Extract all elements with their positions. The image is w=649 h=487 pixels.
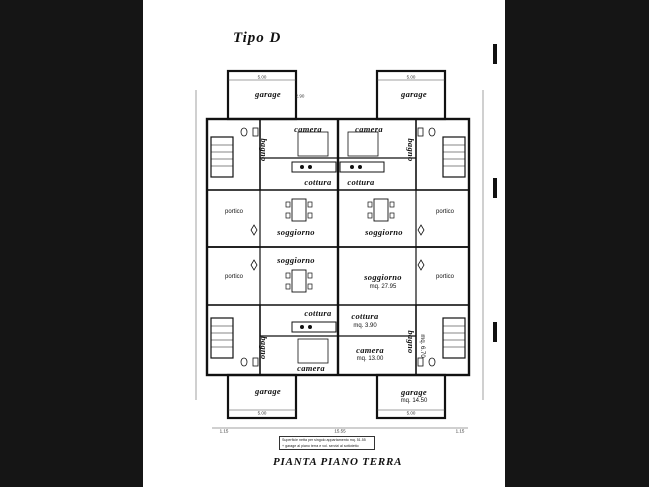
label-bagno-bottom-right: bagno [406, 330, 416, 354]
label-soggiorno-top-right: soggiorno [365, 227, 403, 237]
label-camera-top-left: camera [294, 124, 322, 134]
label-portico-3: portico [224, 274, 244, 280]
background-right [505, 0, 649, 487]
dim-garage-width-bottom: 5.00 [257, 410, 267, 416]
label-garage-bottom-right: garage [401, 387, 427, 397]
dim-side-right: 1.15 [455, 428, 465, 434]
label-soggiorno-top-left: soggiorno [277, 227, 315, 237]
dim-total: 15.55 [334, 428, 346, 434]
surface-note: Superficie netta per singolo appartament… [279, 436, 375, 450]
dim-garage-width-top: 5.00 [257, 74, 267, 80]
dim-garage-depth: 2.90 [295, 93, 305, 99]
label-cottura-bottom-left: cottura [304, 308, 332, 318]
label-bagno-top-left: bagno [259, 138, 269, 162]
surface-note-line2: + garage al piano terra e vol. servizi a… [282, 443, 359, 448]
area-bagno: mq. 6.70 [419, 334, 425, 358]
label-portico-2: portico [435, 209, 455, 215]
label-soggiorno-bottom-right: soggiorno [364, 272, 402, 282]
label-soggiorno-bottom-left: soggiorno [277, 255, 315, 265]
label-camera-bottom-right: camera [356, 345, 384, 355]
label-bagno-top-right: bagno [406, 138, 416, 162]
label-camera-top-right: camera [355, 124, 383, 134]
dim-garage-width-top-right: 5.00 [406, 74, 416, 80]
background-left [0, 0, 143, 487]
area-camera: mq. 13.00 [356, 356, 384, 362]
surface-note-line1: Superficie netta per singolo appartament… [282, 438, 366, 442]
area-cottura: mq. 3.90 [353, 323, 377, 329]
drawing-caption: PIANTA PIANO TERRA [273, 456, 403, 468]
label-garage-top-right: garage [401, 89, 427, 99]
area-garage: mq. 14.50 [400, 398, 428, 404]
label-camera-bottom-left: camera [297, 363, 325, 373]
drawing-title: Tipo D [233, 30, 282, 46]
area-soggiorno: mq. 27.95 [369, 284, 397, 290]
label-bagno-bottom-left: bagno [259, 336, 269, 360]
label-garage-bottom-left: garage [255, 386, 281, 396]
label-portico-1: portico [224, 209, 244, 215]
label-cottura-bottom-right: cottura [351, 311, 379, 321]
label-cottura-top-left: cottura [304, 177, 332, 187]
label-cottura-top-right: cottura [347, 177, 375, 187]
dim-garage-width-bottom-right: 5.00 [406, 410, 416, 416]
label-portico-4: portico [435, 274, 455, 280]
label-garage-top-left: garage [255, 89, 281, 99]
dim-side-left: 1.15 [219, 428, 229, 434]
